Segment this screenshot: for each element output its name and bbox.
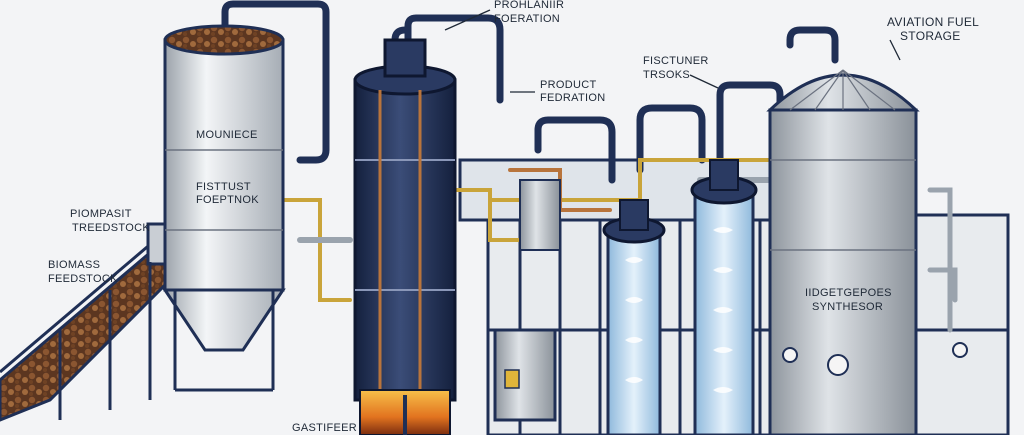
label-treedstock: TREEDSTOCK [72,222,150,234]
label-product: PRODUCT [540,79,597,91]
label-foeptnok: FOEPTNOK [196,194,259,206]
gasifier-column [353,38,457,435]
fischer-tropsch-columns [602,159,758,435]
label-iidgetgepoes: IIDGETGEPOES [805,287,892,299]
label-fedration: FEDRATION [540,92,605,104]
product-reactor [493,179,561,422]
label-biomass: BIOMASS [48,259,100,271]
label-prohlaniir: PROHLANIIR [494,0,564,11]
label-fisttust: FISTTUST [196,181,251,193]
label-trsoks: TRSOKS [643,69,690,81]
aviation-fuel-tank [766,69,968,435]
overhead-pipe [221,0,839,184]
label-aviation-fuel: AVIATION FUEL [887,15,979,29]
label-foeration: FOERATION [494,13,560,25]
label-storage: STORAGE [900,29,961,43]
label-mouniece: MOUNIECE [196,129,258,141]
label-gasifier: GASTIFEER [292,422,357,434]
label-piompasit: PIOMPASIT [70,208,132,220]
label-feedstock: FEEDSTOCK [48,273,118,285]
callout-leaders [444,9,901,93]
label-synthesor: SYNTHESOR [812,301,883,313]
label-fisctuner: FISCTUNER [643,55,709,67]
feedstock-silo [162,24,286,392]
